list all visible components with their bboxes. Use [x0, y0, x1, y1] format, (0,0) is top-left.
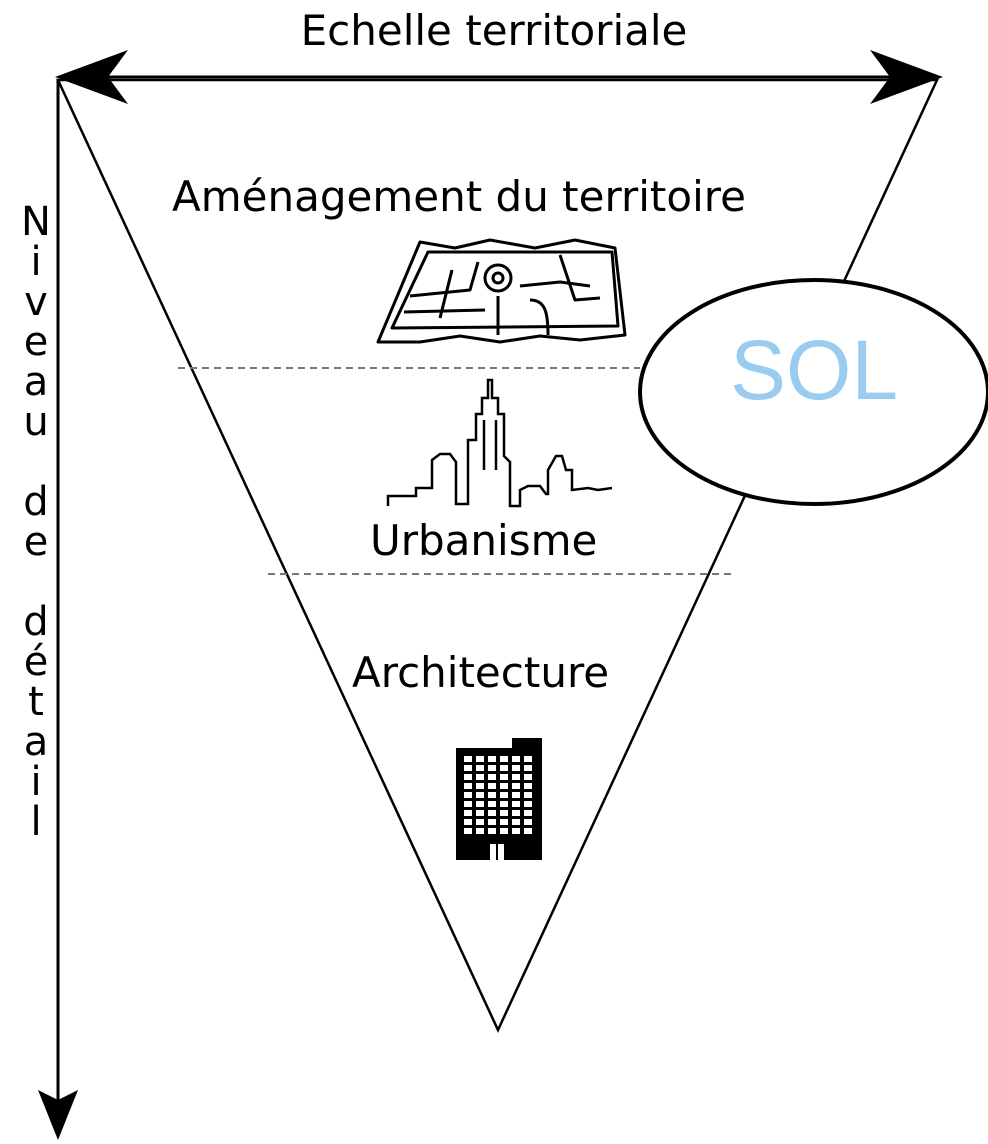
building-window: [488, 774, 496, 780]
building-window: [512, 801, 520, 807]
vertical-label-char: d: [23, 599, 49, 645]
building-window: [488, 792, 496, 798]
skyline-icon: [386, 378, 613, 508]
building-window: [512, 783, 520, 789]
scale-triangle: [56, 78, 939, 1033]
building-window: [524, 756, 532, 762]
building-window: [464, 801, 472, 807]
building-icon: [456, 738, 542, 860]
building-window: [512, 756, 520, 762]
layer-label-amenagement: Aménagement du territoire: [172, 172, 746, 221]
vertical-axis-arrow: [38, 80, 78, 1140]
building-window: [500, 792, 508, 798]
building-window: [488, 828, 496, 834]
building-window: [488, 765, 496, 771]
vertical-label-char: N: [21, 199, 51, 245]
building-window: [500, 756, 508, 762]
building-window: [464, 765, 472, 771]
vertical-label-char: l: [30, 799, 42, 845]
building-window: [524, 774, 532, 780]
building-window: [500, 765, 508, 771]
vertical-label-char: i: [30, 239, 42, 285]
building-window: [524, 765, 532, 771]
vertical-label-char: a: [23, 719, 49, 765]
vertical-label-char: i: [30, 759, 42, 805]
building-window: [500, 783, 508, 789]
vertical-label-gap: [14, 562, 58, 602]
building-window: [524, 828, 532, 834]
building-window: [476, 801, 484, 807]
building-window: [488, 801, 496, 807]
layer-label-architecture: Architecture: [352, 648, 610, 697]
sol-ellipse: [638, 278, 988, 506]
building-window: [512, 774, 520, 780]
building-window: [500, 810, 508, 816]
building-window: [476, 774, 484, 780]
horizontal-axis-arrow: [55, 50, 943, 104]
building-window: [500, 774, 508, 780]
building-window: [476, 792, 484, 798]
building-window: [488, 810, 496, 816]
vertical-label-char: e: [23, 519, 49, 565]
building-window: [524, 801, 532, 807]
building-window: [464, 774, 472, 780]
building-window: [476, 756, 484, 762]
sol-label: SOL: [729, 323, 899, 417]
building-window: [476, 765, 484, 771]
building-window: [512, 810, 520, 816]
building-window: [476, 810, 484, 816]
building-window: [476, 828, 484, 834]
horizontal-axis-label: Echelle territoriale: [300, 6, 688, 55]
building-window: [512, 819, 520, 825]
building-window: [524, 810, 532, 816]
building-window: [488, 756, 496, 762]
building-window: [512, 765, 520, 771]
building-window: [500, 801, 508, 807]
building-window: [500, 819, 508, 825]
building-window: [524, 792, 532, 798]
building-window: [464, 819, 472, 825]
vertical-label-char: e: [23, 319, 49, 365]
vertical-label-char: é: [23, 639, 49, 685]
building-window: [500, 828, 508, 834]
vertical-label-char: u: [23, 399, 49, 445]
building-window: [512, 828, 520, 834]
building-window: [476, 783, 484, 789]
vertical-label-gap: [14, 442, 58, 482]
layer-label-urbanisme: Urbanisme: [370, 516, 598, 565]
building-window: [524, 819, 532, 825]
building-window: [464, 756, 472, 762]
vertical-label-char: d: [23, 479, 49, 525]
vertical-label-char: t: [28, 679, 44, 725]
building-window: [464, 792, 472, 798]
building-window: [488, 783, 496, 789]
building-window: [512, 792, 520, 798]
building-window: [488, 819, 496, 825]
building-window: [464, 828, 472, 834]
building-window: [464, 810, 472, 816]
vertical-label-char: a: [23, 359, 49, 405]
vertical-label-char: v: [24, 279, 48, 325]
city-map-icon: [376, 238, 627, 344]
building-window: [464, 783, 472, 789]
building-window: [476, 819, 484, 825]
building-window: [524, 783, 532, 789]
